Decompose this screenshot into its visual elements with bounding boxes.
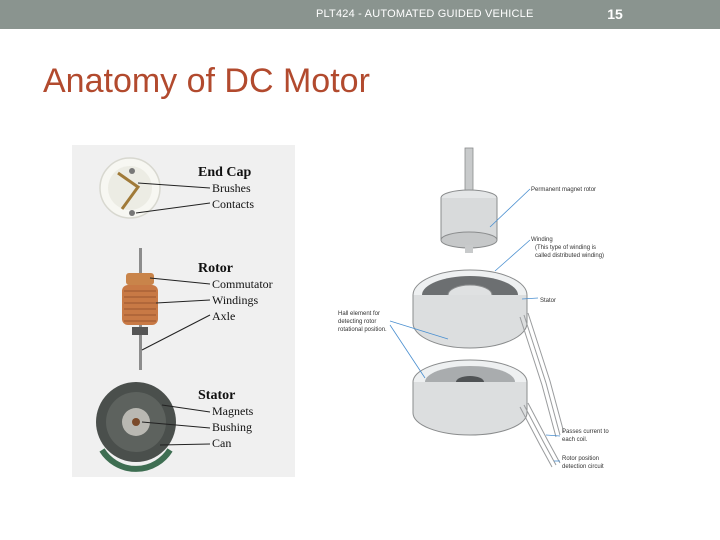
winding-note-line-1: (This type of winding is: [535, 245, 596, 251]
brushless-motor-diagram: Permanent magnet rotor Winding (This typ…: [330, 145, 630, 475]
axle-label: Axle: [212, 309, 235, 323]
slide-title: Anatomy of DC Motor: [43, 62, 370, 100]
end-cap-heading: End Cap: [198, 165, 252, 180]
passes-current-line-2: each coil.: [562, 437, 588, 443]
hall-element-line-1: Hall element for: [338, 311, 380, 317]
course-header: PLT424 - AUTOMATED GUIDED VEHICLE: [316, 8, 534, 20]
can-label: Can: [212, 436, 231, 450]
passes-current-line-1: Passes current to: [562, 429, 609, 435]
detection-line-2: detection circuit: [562, 464, 604, 470]
end-cap-image: [99, 157, 161, 219]
winding-note-line-2: called distributed winding): [535, 253, 604, 259]
rotor-heading: Rotor: [198, 261, 233, 276]
hall-element-line-3: rotational position.: [338, 327, 387, 333]
brushes-label: Brushes: [212, 181, 251, 195]
bushing-label: Bushing: [212, 420, 252, 434]
stator-image: [96, 382, 176, 472]
detection-line-1: Rotor position: [562, 456, 599, 462]
contacts-label: Contacts: [212, 197, 254, 211]
stator-heading: Stator: [198, 388, 235, 403]
dc-motor-parts-figure: End Cap Brushes Contacts Rotor Commutato…: [72, 145, 295, 477]
stator-drawing: [412, 269, 528, 349]
winding-label: Winding: [531, 237, 553, 243]
windings-label: Windings: [212, 293, 259, 307]
magnets-label: Magnets: [212, 404, 254, 418]
magnet-rotor-label: Permanent magnet rotor: [531, 187, 596, 193]
magnet-rotor-drawing: [440, 147, 498, 253]
hall-element-line-2: detecting rotor: [338, 319, 376, 325]
slide-number: 15: [607, 6, 623, 22]
header-bar: [0, 0, 720, 29]
commutator-label: Commutator: [212, 277, 273, 291]
stator-label: Stator: [540, 298, 556, 304]
rotor-detection-drawing: [412, 359, 528, 436]
rotor-image: [122, 248, 158, 370]
